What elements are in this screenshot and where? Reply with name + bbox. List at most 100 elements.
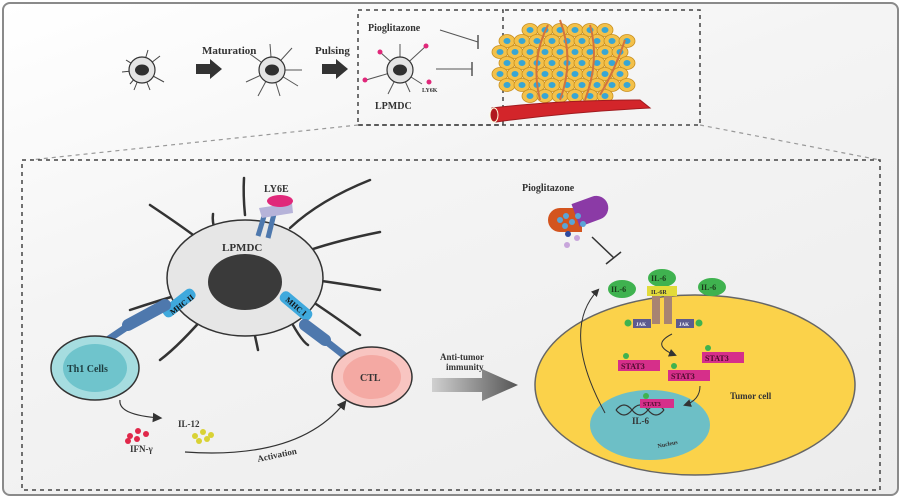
tumor-cell-nucleus: [503, 82, 511, 88]
tumor-cell-nucleus: [526, 27, 534, 33]
jak-right: [676, 319, 703, 328]
zoom-guide-left: [29, 124, 359, 161]
tumor-cell-nucleus: [518, 82, 526, 88]
tumor-cell-nucleus: [556, 71, 564, 77]
il6-gene-label: IL-6: [632, 416, 650, 426]
tumor-cell-nucleus: [526, 71, 534, 77]
activation-arrow: [184, 400, 347, 454]
pill-inhibit-line: [591, 236, 615, 259]
inhibit-line-1: [439, 29, 479, 43]
pill-pioglitazone-label: Pioglitazone: [522, 183, 575, 194]
maturation-arrow: [196, 59, 222, 79]
lpmdc-label: LPMDC: [222, 242, 262, 254]
tumor-cell-nucleus: [541, 71, 549, 77]
il6-label-left: IL-6: [611, 285, 626, 294]
stat3-nuclear: [640, 393, 674, 408]
tumor-cell-nucleus: [571, 27, 579, 33]
tumor-mass-illustration: [491, 19, 636, 103]
tumor-cell-nucleus: [571, 49, 579, 55]
il6-label-right: IL-6: [701, 283, 716, 292]
ifng-label: IFN-γ: [130, 444, 153, 454]
detail-panel-box: [21, 159, 881, 491]
maturation-label: Maturation: [202, 45, 256, 57]
tumor-cell-nucleus: [526, 93, 534, 99]
immunity-label-line2: immunity: [446, 362, 484, 372]
lpmdc-large-cell: [128, 176, 382, 362]
stat3-a: [618, 353, 660, 371]
lpmdc-small-icon: [362, 43, 432, 95]
th1-label: Th1 Cells: [67, 364, 108, 375]
ly6e-label: LY6E: [264, 184, 289, 195]
il6-receptor: [647, 286, 677, 324]
tumor-cell-nucleus: [623, 38, 631, 44]
anti-tumor-arrow: [432, 369, 518, 401]
immunity-label-line1: Anti-tumor: [440, 352, 484, 362]
tumor-cell-nucleus: [608, 38, 616, 44]
pulsing-label: Pulsing: [315, 45, 350, 57]
tumor-cell-nucleus: [593, 82, 601, 88]
blood-vessel: [489, 99, 652, 123]
jak-stat-arrow: [661, 333, 677, 357]
tumor-cell-nucleus: [601, 93, 609, 99]
tumor-cell-nucleus: [571, 93, 579, 99]
il12-molecules: [192, 429, 214, 444]
tumor-cell-nucleus: [526, 49, 534, 55]
tumor-cell-nucleus: [571, 71, 579, 77]
ly6e-receptor: [255, 195, 293, 239]
tumor-cell-nucleus: [608, 60, 616, 66]
mhc2-complex: [98, 288, 196, 348]
tumor-vessel-branch: [599, 39, 626, 96]
tumor-vessel-branch: [559, 19, 569, 101]
tumor-cell-label: Tumor cell: [730, 391, 772, 401]
il6-ligand-center: [648, 269, 676, 287]
stat3-label-c: STAT3: [671, 372, 695, 381]
tumor-cell-nucleus: [511, 49, 519, 55]
stat3-c: [668, 363, 710, 381]
tumor-cell-nucleus: [548, 60, 556, 66]
tumor-cell-nucleus: [548, 82, 556, 88]
jak-label-left: JAK: [636, 323, 646, 328]
nucleus-label: Nucleus: [657, 440, 679, 450]
tumor-cell-nucleus: [578, 38, 586, 44]
tumor-cell-nucleus: [503, 60, 511, 66]
tumor-cell-nucleus: [601, 49, 609, 55]
pill-capsule-icon: [548, 195, 609, 248]
top-pioglitazone-label: Pioglitazone: [368, 23, 421, 34]
top-lpmdc-label: LPMDC: [375, 101, 412, 112]
nucleus: [590, 390, 710, 460]
tumor-cell-nucleus: [593, 60, 601, 66]
il6-secretion-arrow: [580, 288, 606, 414]
tumor-cell-nucleus: [511, 71, 519, 77]
tumor-cell-nucleus: [578, 82, 586, 88]
tumor-vessel-branch: [584, 24, 595, 101]
tumor-cell-nucleus: [556, 49, 564, 55]
tumor-cell-nucleus: [541, 93, 549, 99]
mature-dc-icon: [245, 43, 302, 97]
tumor-cell-nucleus: [623, 82, 631, 88]
ctl-label: CTL: [360, 373, 381, 384]
tumor-cell-nucleus: [586, 49, 594, 55]
tumor-cell-nucleus: [496, 49, 504, 55]
jak-label-right: JAK: [679, 323, 689, 328]
tumor-cell-nucleus: [548, 38, 556, 44]
tumor-cell-nucleus: [586, 93, 594, 99]
il6-ligand-left: [608, 280, 636, 298]
tumor-cell-nucleus: [518, 38, 526, 44]
stat3-label-nuclear: STAT3: [643, 402, 661, 408]
tumor-cell-nucleus: [496, 71, 504, 77]
il6-label-center: IL-6: [651, 274, 666, 283]
tumor-cell-nucleus: [601, 71, 609, 77]
jak-left: [624, 319, 651, 328]
zoom-guide-right: [699, 124, 881, 161]
tumor-cell-nucleus: [616, 71, 624, 77]
tumor-inset-box: [358, 9, 701, 126]
stat3-b: [702, 345, 744, 363]
th1-cell: [50, 335, 140, 401]
th1-secretion-arrow: [119, 399, 163, 423]
immature-dc-icon: [121, 49, 165, 91]
tumor-cell-nucleus: [503, 38, 511, 44]
tumor-cell-nucleus: [623, 60, 631, 66]
pulsing-arrow: [322, 59, 348, 79]
tumor-cell-nucleus: [593, 38, 601, 44]
